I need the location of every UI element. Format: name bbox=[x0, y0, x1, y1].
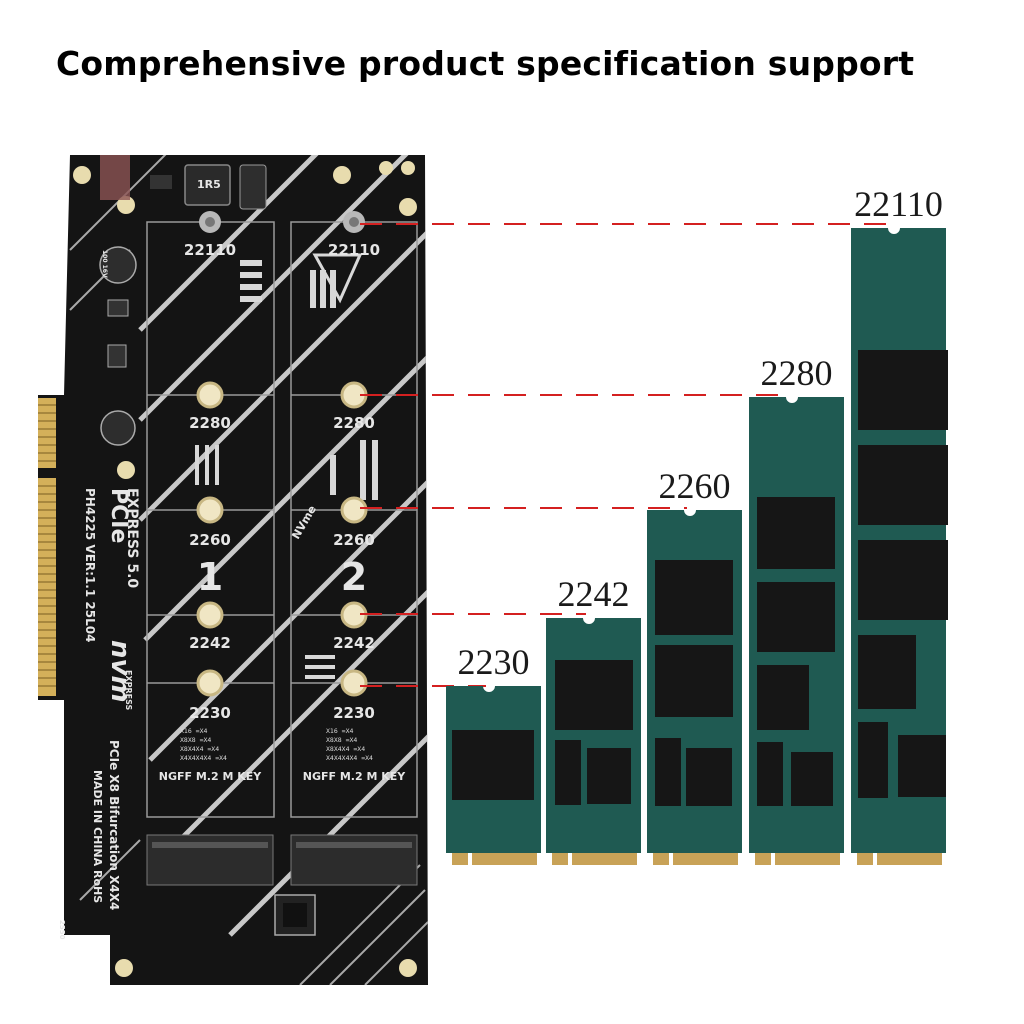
size-guide-lines bbox=[360, 223, 891, 687]
model-label: PH4225 VER:1.1 25L04 bbox=[83, 488, 97, 642]
ssd-22110: 22110 bbox=[851, 184, 948, 865]
slot-mark-22110-2: 22110 bbox=[328, 241, 380, 259]
ssd-chip bbox=[757, 582, 835, 652]
slot-number-1: 1 bbox=[197, 555, 223, 599]
svg-text:X8X8 =X4: X8X8 =X4 bbox=[326, 736, 357, 744]
ssd-chip bbox=[587, 748, 631, 804]
ssd-contacts-key bbox=[552, 853, 568, 865]
ssd-chip bbox=[898, 735, 946, 797]
ssd-chip bbox=[555, 660, 633, 730]
pcie-express-label: EXPRESS 5.0 bbox=[124, 488, 140, 588]
svg-text:X4X4X4X4 =X4: X4X4X4X4 =X4 bbox=[326, 754, 373, 762]
ssd-2230: 2230 bbox=[446, 642, 541, 865]
m2-connectors bbox=[146, 834, 418, 886]
ssd-2260: 2260 bbox=[647, 466, 742, 865]
ssd-chip bbox=[757, 742, 783, 806]
slot-mark-2230-2: 2230 bbox=[333, 704, 375, 722]
bifurcation-table-right: X16 =X4 X8X8 =X4 X8X4X4 =X4 X4X4X4X4 =X4 bbox=[326, 727, 373, 762]
ssd-chip bbox=[858, 722, 888, 798]
bottom-spec-label: PCIe X8 Bifurcation X4X4 bbox=[107, 740, 121, 910]
slot-number-2: 2 bbox=[341, 555, 367, 599]
slot-mark-2242-1: 2242 bbox=[189, 634, 231, 652]
ssd-contacts-main bbox=[472, 853, 537, 865]
slot-mark-2260-1: 2260 bbox=[189, 531, 231, 549]
svg-text:X4X4X4X4 =X4: X4X4X4X4 =X4 bbox=[180, 754, 227, 762]
ssd-2280: 2280 bbox=[749, 353, 844, 865]
svg-text:X8X8 =X4: X8X8 =X4 bbox=[180, 736, 211, 744]
ssd-chip bbox=[686, 748, 732, 806]
ssd-chip bbox=[452, 730, 534, 800]
ssd-contacts-main bbox=[877, 853, 942, 865]
slot-mark-2230-1: 2230 bbox=[189, 704, 231, 722]
ssd-size-label-2242: 2242 bbox=[558, 574, 630, 614]
connector-label-1: NGFF M.2 M KEY bbox=[159, 770, 263, 783]
ssd-chip bbox=[858, 350, 948, 430]
ssd-modules: 2230 2242 2260 2280 22110 bbox=[446, 184, 948, 865]
ssd-chip bbox=[555, 740, 581, 805]
nvme-sub: EXPRESS bbox=[124, 670, 133, 711]
standoff-holes bbox=[73, 161, 417, 977]
ssd-size-label-2280: 2280 bbox=[761, 353, 833, 393]
connector-label-2: NGFF M.2 M KEY bbox=[303, 770, 407, 783]
ssd-chip bbox=[655, 738, 681, 806]
pcie-gold-fingers bbox=[38, 398, 56, 696]
cap-mark: 100 16V bbox=[101, 250, 108, 278]
svg-text:X8X4X4 =X4: X8X4X4 =X4 bbox=[326, 745, 365, 753]
ssd-contacts-main bbox=[572, 853, 637, 865]
slot-mark-22110-1: 22110 bbox=[184, 241, 236, 259]
ssd-chip bbox=[655, 560, 733, 635]
ssd-contacts-key bbox=[755, 853, 771, 865]
ssd-chip bbox=[791, 752, 833, 806]
ssd-2242: 2242 bbox=[546, 574, 641, 865]
ssd-size-label-2230: 2230 bbox=[458, 642, 530, 682]
ssd-chip bbox=[858, 445, 948, 525]
ssd-contacts-key bbox=[452, 853, 468, 865]
ssd-chip bbox=[655, 645, 733, 717]
slot-mark-2280-1: 2280 bbox=[189, 414, 231, 432]
ssd-size-label-2260: 2260 bbox=[659, 466, 731, 506]
corner-mark: 2550 bbox=[58, 920, 66, 940]
ssd-contacts-key bbox=[653, 853, 669, 865]
headline: Comprehensive product specification supp… bbox=[56, 44, 915, 83]
svg-text:X8X4X4 =X4: X8X4X4 =X4 bbox=[180, 745, 219, 753]
slot-mark-2242-2: 2242 bbox=[333, 634, 375, 652]
pcb-components bbox=[99, 155, 316, 936]
pcb-body bbox=[38, 155, 428, 985]
svg-text:X16 =X4: X16 =X4 bbox=[326, 727, 353, 735]
ssd-contacts-main bbox=[775, 853, 840, 865]
made-in-label: MADE IN CHINA RoHS bbox=[91, 770, 104, 903]
ssd-chip bbox=[757, 497, 835, 569]
slot-mark-2260-2: 2260 bbox=[333, 531, 375, 549]
bifurcation-table-left: X16 =X4 X8X8 =X4 X8X4X4 =X4 X4X4X4X4 =X4 bbox=[180, 727, 227, 762]
svg-text:X16 =X4: X16 =X4 bbox=[180, 727, 207, 735]
chip-mark: 1R5 bbox=[197, 178, 221, 191]
slot-mark-2280-2: 2280 bbox=[333, 414, 375, 432]
ssd-board-2242 bbox=[546, 618, 641, 853]
ssd-size-label-22110: 22110 bbox=[854, 184, 943, 224]
pcie-logo: PCIe bbox=[106, 488, 131, 543]
pcie-adapter-board: 2211022110228022802260226022422242223022… bbox=[38, 155, 428, 985]
ssd-chip bbox=[858, 540, 948, 620]
ssd-chip bbox=[858, 635, 916, 709]
ssd-chip bbox=[757, 665, 809, 730]
nvme-logo: nvm bbox=[105, 640, 135, 703]
ssd-contacts-key bbox=[857, 853, 873, 865]
ssd-contacts-main bbox=[673, 853, 738, 865]
